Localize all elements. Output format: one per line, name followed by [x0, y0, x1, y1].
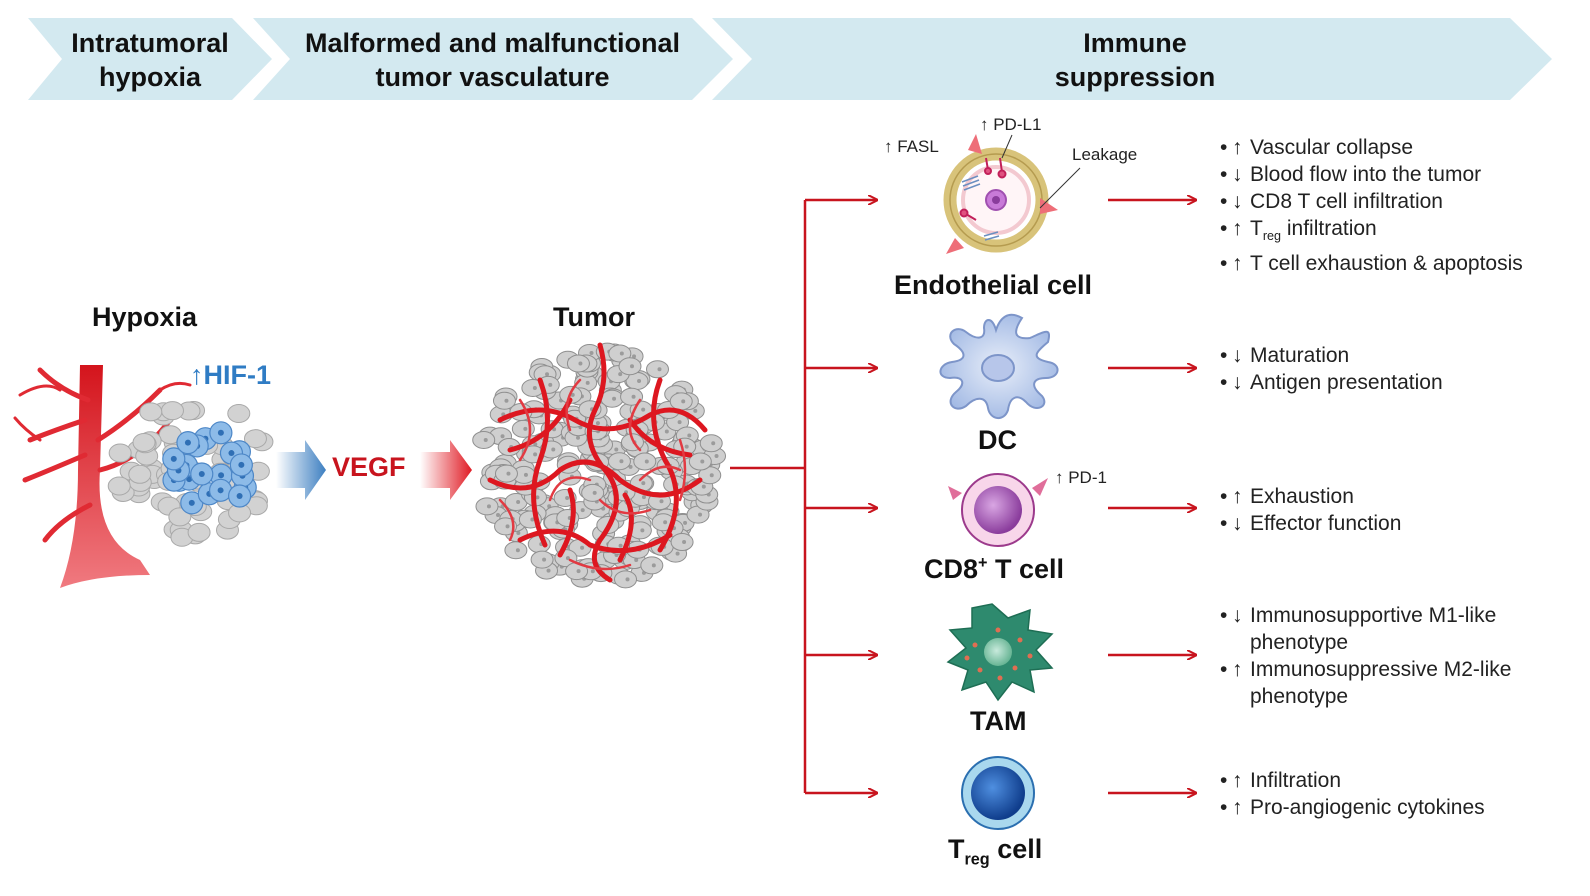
tam-macrophage-icon [946, 603, 1054, 702]
effect-item: •↑Vascular collapse [1220, 136, 1414, 159]
dc-title: DC [978, 425, 1017, 455]
tam-effects-list: •↓Immunosupportive M1-like phenotype •↑I… [1220, 602, 1560, 710]
pd-1-label: ↑ PD-1 [1055, 468, 1107, 487]
endothelial-vessel-icon [943, 134, 1081, 254]
cd8-effects-list: •↑Exhaustion •↓Effector function [1220, 483, 1401, 537]
leakage-label: Leakage [1072, 145, 1138, 164]
pd-l1-label: ↑ PD-L1 [980, 115, 1042, 134]
tam-title: TAM [970, 706, 1027, 736]
effect-item: •↑Pro-angiogenic cytokines [1220, 796, 1485, 819]
treg-cell-title: Treg cell [948, 834, 1043, 869]
effect-item: •↓Immunosupportive M1-like phenotype [1220, 604, 1497, 654]
blue-arrow-icon [276, 440, 326, 500]
effect-item: •↑Exhaustion [1220, 485, 1354, 508]
effect-item: •↑Immunosuppressive M2-like phenotype [1220, 658, 1512, 708]
effect-item: •↓Effector function [1220, 512, 1402, 535]
effect-item: •↓Antigen presentation [1220, 371, 1443, 394]
effect-item: •↑T cell exhaustion & apoptosis [1220, 252, 1523, 276]
dendritic-cell-icon [939, 313, 1059, 419]
vegf-label: VEGF [332, 452, 406, 482]
cd8-t-cell-icon [948, 473, 1048, 547]
banner-immune [712, 18, 1552, 100]
treg-cell-icon [961, 756, 1035, 830]
branch-connectors [730, 200, 1196, 793]
blood-vessel-icon [13, 365, 192, 588]
dc-effects-list: •↓Maturation •↓Antigen presentation [1220, 342, 1443, 396]
vascularized-tumor-icon [472, 342, 727, 589]
endothelial-effects-list: •↑Vascular collapse •↓Blood flow into th… [1220, 134, 1523, 277]
cd8-t-cell-title: CD8+ T cell [924, 554, 1065, 584]
effect-item: •↓Maturation [1220, 344, 1350, 367]
tumor-title: Tumor [553, 302, 635, 332]
effect-item: •↑Infiltration [1220, 769, 1342, 792]
treg-effects-list: •↑Infiltration •↑Pro-angiogenic cytokine… [1220, 767, 1485, 821]
banner-vasculature [253, 18, 733, 100]
hif-1-label: ↑HIF-1 [190, 360, 271, 390]
hypoxic-tumor-cluster-icon [107, 401, 274, 547]
fasl-label: ↑ FASL [884, 137, 939, 156]
red-arrow-icon [420, 440, 472, 500]
endothelial-cell-title: Endothelial cell [894, 270, 1093, 300]
banner-hypoxia [28, 18, 272, 100]
effect-item: •↑Treg infiltration [1220, 217, 1377, 244]
hypoxia-title: Hypoxia [92, 302, 198, 332]
effect-item: •↓CD8 T cell infiltration [1220, 190, 1443, 213]
effect-item: •↓Blood flow into the tumor [1220, 163, 1482, 186]
